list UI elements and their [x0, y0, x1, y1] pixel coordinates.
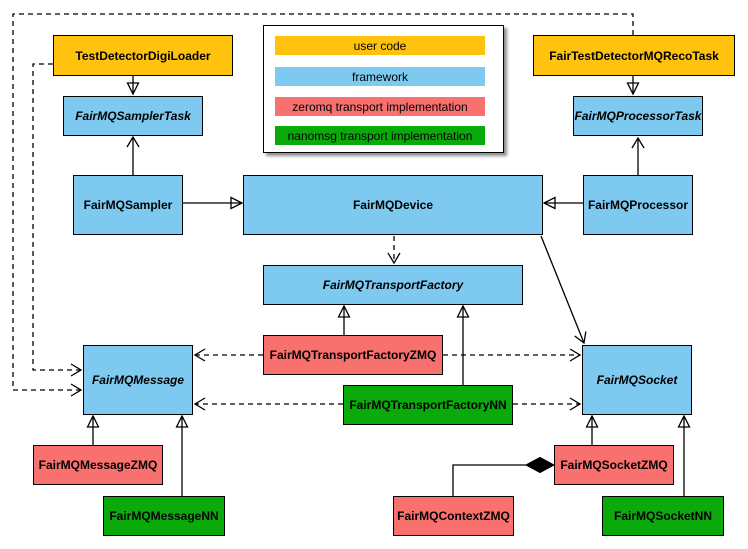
class-box-fairmqsocketzmq: FairMQSocketZMQ	[554, 445, 674, 485]
composition-diamond-icon	[524, 456, 556, 474]
edge-comp-contextzmq-socketzmq	[452, 464, 527, 496]
class-box-fairtestdetectormqrecotask: FairTestDetectorMQRecoTask	[533, 35, 735, 76]
class-box-fairmqtransportfactory: FairMQTransportFactory	[263, 265, 523, 305]
edge-assoc-device-socket	[540, 235, 587, 345]
class-box-fairmqmessagezmq: FairMQMessageZMQ	[33, 445, 163, 485]
class-box-fairmqprocessor: FairMQProcessor	[583, 175, 693, 235]
class-box-fairmqsamplertask: FairMQSamplerTask	[63, 96, 203, 136]
class-box-testdetectordigiloader: TestDetectorDigiLoader	[53, 35, 233, 76]
legend-item-framework: framework	[275, 67, 485, 86]
legend-item-nanomsg: nanomsg transport implementation	[275, 126, 485, 145]
class-box-fairmqprocessortask: FairMQProcessorTask	[573, 96, 703, 136]
class-box-fairmqsocket: FairMQSocket	[582, 345, 692, 415]
class-box-fairmqtransportfactorynn: FairMQTransportFactoryNN	[343, 385, 513, 425]
class-box-fairmqmessage: FairMQMessage	[83, 345, 193, 415]
legend-item-zeromq: zeromq transport implementation	[275, 97, 485, 116]
class-box-fairmqsocketnn: FairMQSocketNN	[602, 496, 724, 536]
class-box-fairmqmessagenn: FairMQMessageNN	[103, 496, 225, 536]
class-box-fairmqtransportfactoryzmq: FairMQTransportFactoryZMQ	[263, 335, 443, 375]
class-box-fairmqdevice: FairMQDevice	[243, 175, 543, 235]
legend-box: user code framework zeromq transport imp…	[263, 25, 504, 153]
class-box-fairmqsampler: FairMQSampler	[73, 175, 183, 235]
class-box-fairmqcontextzmq: FairMQContextZMQ	[393, 496, 514, 536]
legend-item-user-code: user code	[275, 36, 485, 55]
